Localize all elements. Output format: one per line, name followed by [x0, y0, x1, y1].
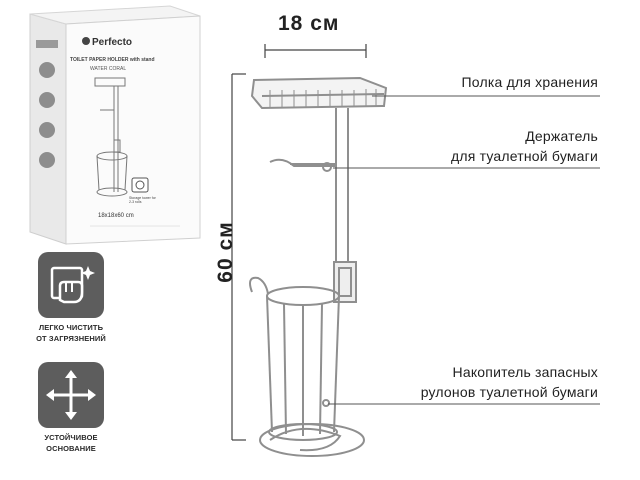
- callout-storage-line1: Накопитель запасных: [452, 364, 598, 380]
- feature-caption-stable-base: УСТОЙЧИВОЕ ОСНОВАНИЕ: [44, 433, 98, 453]
- product-box-image: [29, 5, 201, 245]
- height-label: 60 см: [214, 221, 237, 283]
- box-dimensions: 18x18x60 cm: [98, 213, 134, 219]
- box-title: TOILET PAPER HOLDER with stand: [70, 57, 155, 63]
- box-subtitle: WATER CORAL: [90, 66, 127, 72]
- holder-illustration: [249, 76, 388, 457]
- box-brand: Perfecto: [92, 37, 133, 48]
- box-storage-note: Storage tower for 2-3 rolls: [129, 196, 156, 204]
- callout-holder-line2: для туалетной бумаги: [450, 148, 598, 164]
- width-label: 18 см: [278, 12, 340, 35]
- callout-holder-line1: Держатель: [525, 128, 598, 144]
- hand-cleaning-icon: [38, 252, 104, 318]
- callout-storage-line2: рулонов туалетной бумаги: [420, 384, 598, 400]
- feature-caption-easy-clean: ЛЕГКО ЧИСТИТЬ ОТ ЗАГРЯЗНЕНИЙ: [36, 323, 106, 343]
- four-arrows-icon: [38, 362, 104, 428]
- callout-shelf: Полка для хранения: [461, 74, 598, 90]
